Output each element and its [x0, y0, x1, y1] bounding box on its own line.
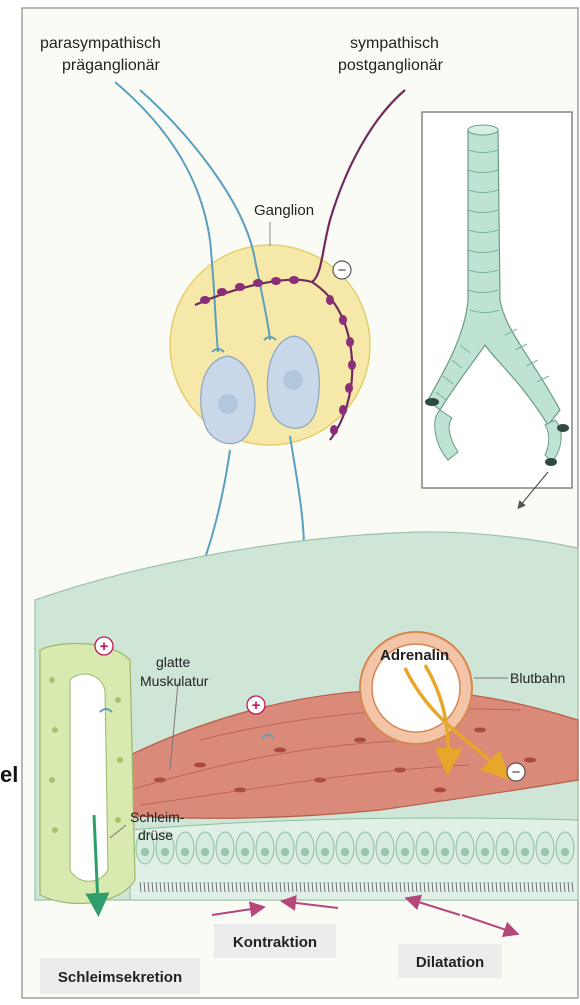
label-druse: drüse: [138, 827, 173, 843]
label-postganglionar: postganglionär: [338, 57, 444, 74]
label-ganglion: Ganglion: [254, 202, 314, 219]
svg-text:−: −: [338, 262, 347, 279]
excitation-sign-muscle: +: [247, 696, 265, 714]
epithelial-nucleus: [382, 849, 389, 856]
epithelial-nucleus: [502, 849, 509, 856]
label-glatte: glatte: [156, 654, 190, 670]
svg-text:+: +: [252, 697, 261, 714]
epithelial-nucleus: [522, 849, 529, 856]
ganglion-neuron-1: [201, 356, 255, 444]
svg-text:−: −: [512, 764, 521, 781]
epithelial-nucleus: [562, 849, 569, 856]
svg-text:+: +: [100, 638, 109, 655]
inhibition-sign-muscle: −: [507, 763, 525, 781]
epithelial-nucleus: [282, 849, 289, 856]
epithelial-nucleus: [302, 849, 309, 856]
epithelial-nucleus: [222, 849, 229, 856]
epithelium: [130, 818, 578, 900]
epithelial-nucleus: [542, 849, 549, 856]
epithelial-nucleus: [202, 849, 209, 856]
inhibition-sign-ganglion: −: [333, 261, 351, 279]
ganglion-neuron-2: [267, 336, 319, 428]
epithelial-nucleus: [402, 849, 409, 856]
label-schleim: Schleim-: [130, 809, 185, 825]
label-schleimsekretion: Schleimsekretion: [58, 969, 182, 986]
excitation-sign-gland: +: [95, 637, 113, 655]
label-parasympathisch: parasympathisch: [40, 35, 161, 52]
epithelial-nucleus: [442, 849, 449, 856]
label-adrenalin: Adrenalin: [380, 647, 449, 664]
label-muskulatur: Muskulatur: [140, 673, 209, 689]
epithelial-nucleus: [322, 849, 329, 856]
epithelial-nucleus: [462, 849, 469, 856]
label-kontraktion: Kontraktion: [233, 934, 317, 951]
cropped-edge-text: el: [0, 762, 18, 787]
label-sympathisch: sympathisch: [350, 35, 439, 52]
epithelial-nucleus: [262, 849, 269, 856]
gland-lumen: [70, 674, 108, 881]
label-praganglionar: präganglionär: [62, 57, 161, 74]
epithelial-nucleus: [482, 849, 489, 856]
epithelial-nucleus: [242, 849, 249, 856]
label-blutbahn: Blutbahn: [510, 670, 565, 686]
label-dilatation: Dilatation: [416, 954, 484, 971]
epithelial-nucleus: [342, 849, 349, 856]
epithelial-nucleus: [422, 849, 429, 856]
epithelial-nucleus: [182, 849, 189, 856]
epithelial-nucleus: [362, 849, 369, 856]
epithelial-nucleus: [142, 849, 149, 856]
epithelial-nucleus: [162, 849, 169, 856]
